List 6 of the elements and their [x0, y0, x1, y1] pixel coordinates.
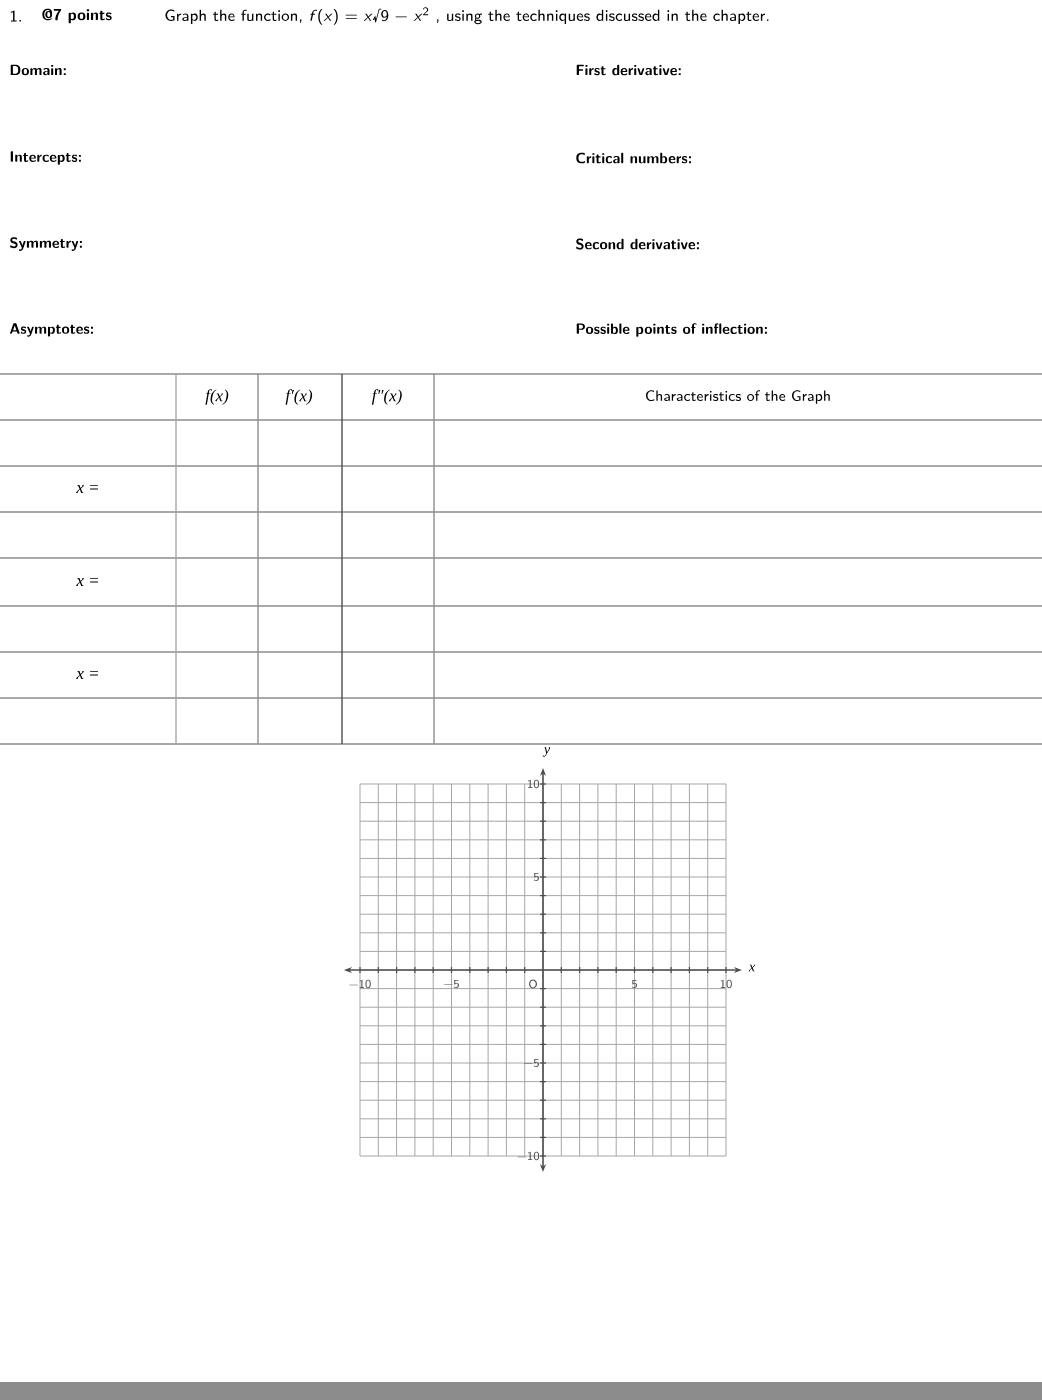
column-header: f″(x) [371, 389, 402, 405]
row-label: x = [76, 671, 98, 679]
row-label: x = [76, 485, 98, 493]
column-header: f′(x) [285, 389, 313, 405]
row-label: x = [76, 578, 98, 586]
column-header: f(x) [205, 389, 229, 405]
